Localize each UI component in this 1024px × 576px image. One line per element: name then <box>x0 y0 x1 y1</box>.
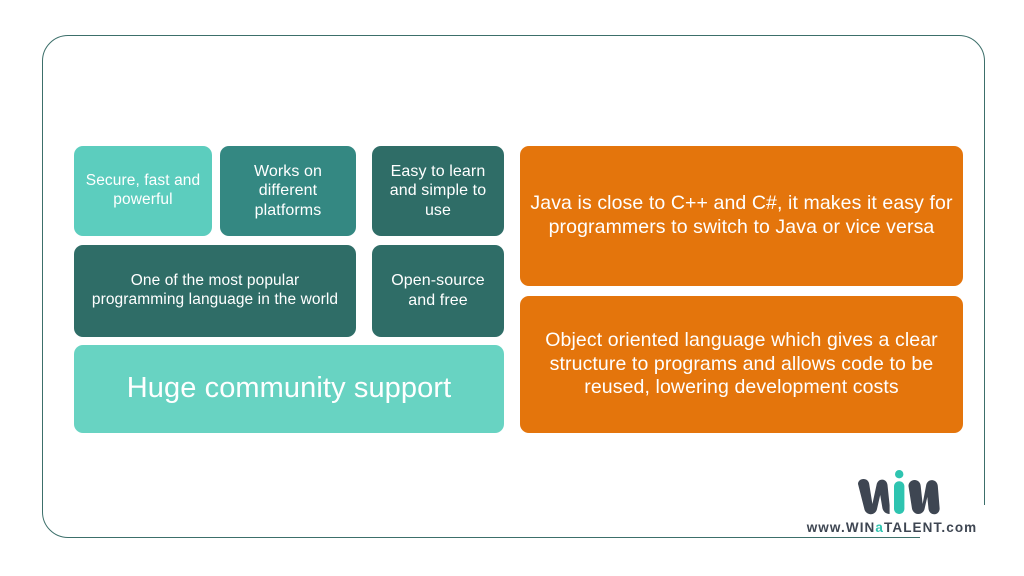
feature-card-open-source[interactable]: Open-source and free <box>372 245 504 337</box>
frame-mask-bottom <box>920 528 1024 558</box>
feature-card-most-popular-label: One of the most popular programming lang… <box>91 272 339 308</box>
winatalent-logo[interactable]: www.WINaTALENT.com <box>792 470 992 548</box>
feature-card-close-to-cpp[interactable]: Java is close to C++ and C#, it makes it… <box>520 146 963 286</box>
feature-card-easy-to-learn-label: Easy to learn and simple to use <box>389 162 487 219</box>
logo-url-a: a <box>875 520 885 535</box>
feature-card-easy-to-learn[interactable]: Easy to learn and simple to use <box>372 146 504 236</box>
feature-card-close-to-cpp-label: Java is close to C++ and C#, it makes it… <box>530 192 953 238</box>
feature-card-platforms[interactable]: Works on different platforms <box>220 146 356 236</box>
logo-url-suffix: .com <box>941 520 978 535</box>
feature-card-secure-label: Secure, fast and powerful <box>85 172 201 208</box>
win-logo-icon <box>856 470 942 518</box>
feature-card-community-support-label: Huge community support <box>126 372 452 405</box>
logo-url-prefix: www. <box>806 520 846 535</box>
feature-card-object-oriented-label: Object oriented language which gives a c… <box>545 328 938 399</box>
logo-url-talent: TALENT <box>884 520 942 535</box>
feature-card-object-oriented[interactable]: Object oriented language which gives a c… <box>520 296 963 433</box>
feature-card-secure[interactable]: Secure, fast and powerful <box>74 146 212 236</box>
feature-card-most-popular[interactable]: One of the most popular programming lang… <box>74 245 356 337</box>
logo-url-win: WIN <box>845 520 876 535</box>
logo-url-text[interactable]: www.WINaTALENT.com <box>792 520 992 535</box>
feature-card-platforms-label: Works on different platforms <box>253 162 323 219</box>
feature-card-community-support[interactable]: Huge community support <box>74 345 504 433</box>
feature-card-open-source-label: Open-source and free <box>391 272 485 309</box>
